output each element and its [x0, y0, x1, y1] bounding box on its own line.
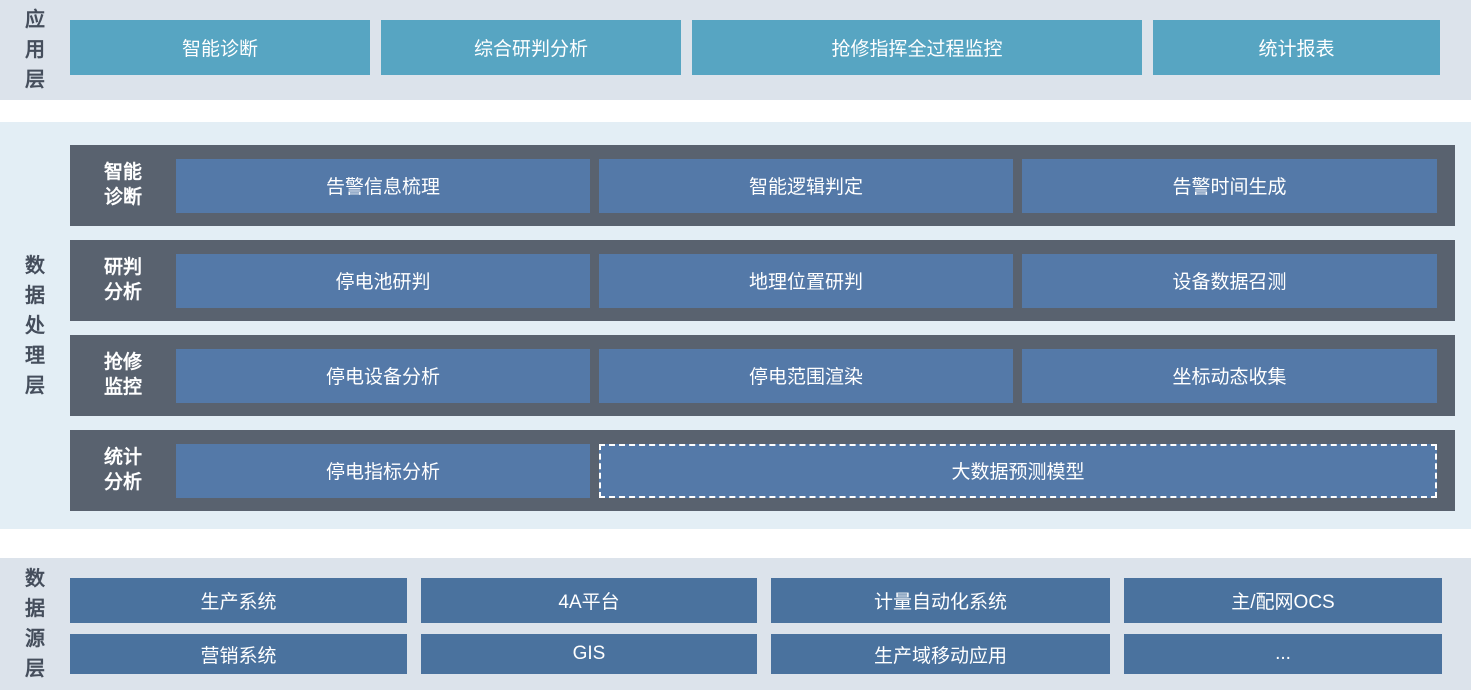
application-boxes: 智能诊断 综合研判分析 抢修指挥全过程监控 统计报表: [70, 20, 1440, 75]
app-box-comprehensive-analysis: 综合研判分析: [381, 20, 681, 75]
app-box-repair-command-monitoring: 抢修指挥全过程监控: [692, 20, 1142, 75]
proc-box-device-data-reading: 设备数据召测: [1022, 253, 1437, 308]
datasource-layer-section: 数据源层 生产系统 4A平台 计量自动化系统 主/配网OCS 营销系统 GIS …: [0, 558, 1471, 690]
proc-row-judgment-analysis: 研判分析 停电池研判 地理位置研判 设备数据召测: [70, 240, 1455, 321]
proc-box-smart-logic-judgment: 智能逻辑判定: [599, 158, 1013, 213]
row-label-wrap: 智能诊断: [70, 161, 176, 210]
src-box-gis: GIS: [421, 634, 757, 674]
proc-box-outage-device-analysis: 停电设备分析: [176, 348, 590, 403]
proc-box-coordinate-dynamic-collection: 坐标动态收集: [1022, 348, 1437, 403]
proc-row-repair-monitoring: 抢修监控 停电设备分析 停电范围渲染 坐标动态收集: [70, 335, 1455, 416]
app-box-smart-diagnosis: 智能诊断: [70, 20, 370, 75]
application-layer-section: 应用层 智能诊断 综合研判分析 抢修指挥全过程监控 统计报表: [0, 0, 1471, 100]
datasource-row-1: 生产系统 4A平台 计量自动化系统 主/配网OCS: [70, 578, 1442, 623]
proc-row-statistical-analysis: 统计分析 停电指标分析 大数据预测模型: [70, 430, 1455, 511]
datasource-layer-label: 数据源层: [25, 568, 45, 680]
proc-box-bigdata-prediction-model: 大数据预测模型: [599, 443, 1437, 498]
proc-row-label: 抢修监控: [103, 351, 142, 398]
processing-rows: 智能诊断 告警信息梳理 智能逻辑判定 告警时间生成 研判分析 停电池研判 地理位…: [70, 145, 1455, 525]
proc-box-outage-judgment: 停电池研判: [176, 253, 590, 308]
row-label-wrap: 抢修监控: [70, 351, 176, 400]
src-box-metering-automation-system: 计量自动化系统: [771, 578, 1110, 623]
proc-box-outage-indicator-analysis: 停电指标分析: [176, 443, 590, 498]
proc-row-boxes: 停电指标分析 大数据预测模型: [176, 443, 1437, 498]
processing-layer-section: 数据处理层 智能诊断 告警信息梳理 智能逻辑判定 告警时间生成 研判分析 停电池…: [0, 122, 1471, 529]
proc-box-outage-range-rendering: 停电范围渲染: [599, 348, 1013, 403]
proc-box-alarm-time-generation: 告警时间生成: [1022, 158, 1437, 213]
app-box-statistical-reports: 统计报表: [1153, 20, 1440, 75]
proc-row-boxes: 停电设备分析 停电范围渲染 坐标动态收集: [176, 348, 1437, 403]
proc-row-boxes: 告警信息梳理 智能逻辑判定 告警时间生成: [176, 158, 1437, 213]
src-box-4a-platform: 4A平台: [421, 578, 757, 623]
proc-row-label: 统计分析: [103, 446, 142, 493]
src-box-production-mobile-app: 生产域移动应用: [771, 634, 1110, 674]
src-box-more: ...: [1124, 634, 1442, 674]
proc-row-label: 智能诊断: [103, 161, 142, 208]
processing-layer-label: 数据处理层: [25, 254, 45, 397]
proc-row-boxes: 停电池研判 地理位置研判 设备数据召测: [176, 253, 1437, 308]
src-box-marketing-system: 营销系统: [70, 634, 407, 674]
row-label-wrap: 研判分析: [70, 256, 176, 305]
src-box-main-distribution-ocs: 主/配网OCS: [1124, 578, 1442, 623]
row-label-wrap: 统计分析: [70, 446, 176, 495]
proc-box-geolocation-judgment: 地理位置研判: [599, 253, 1013, 308]
application-layer-label: 应用层: [25, 9, 45, 91]
proc-row-label: 研判分析: [103, 256, 142, 303]
proc-row-smart-diagnosis: 智能诊断 告警信息梳理 智能逻辑判定 告警时间生成: [70, 145, 1455, 226]
datasource-row-2: 营销系统 GIS 生产域移动应用 ...: [70, 634, 1442, 674]
src-box-production-system: 生产系统: [70, 578, 407, 623]
proc-box-alarm-info-sorting: 告警信息梳理: [176, 158, 590, 213]
